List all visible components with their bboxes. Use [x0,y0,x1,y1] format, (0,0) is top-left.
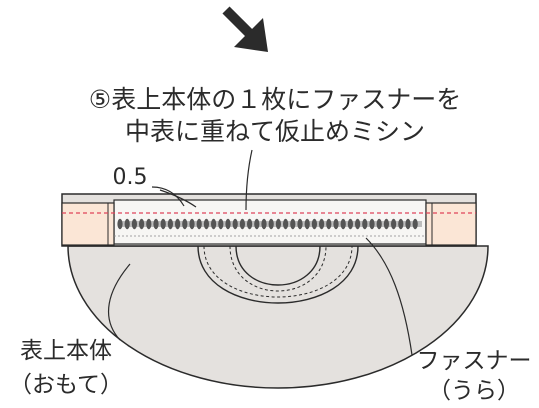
zipper-tooth [290,218,296,230]
zipper-tooth [304,218,310,230]
zipper-tooth [211,218,217,230]
zipper-tooth [362,218,368,230]
zipper-tab-right [425,202,477,246]
zipper-tooth [196,218,202,230]
zipper-label-line-2: （うら） [428,378,520,404]
outer-body-fabric [67,245,489,389]
zipper-tooth [383,218,389,230]
zipper-tooth [124,218,130,230]
zipper-tooth [369,218,375,230]
zipper-tooth [376,218,382,230]
zipper-tooth [311,218,317,230]
outer-body-label-line-1: 表上本体 [20,338,112,364]
zipper-tab-left [61,202,115,246]
zipper-tooth [225,218,231,230]
zipper-tooth [117,218,123,230]
zipper-tooth [146,218,152,230]
zipper-tooth [391,218,397,230]
zipper-tooth [261,218,267,230]
zipper-tooth [189,218,195,230]
zipper-tooth [268,218,274,230]
zipper-tooth [167,218,173,230]
zipper-tooth [175,218,181,230]
zipper-tooth [297,218,303,230]
bag-handle [197,245,359,304]
zipper-tooth [239,218,245,230]
zipper-tooth [160,218,166,230]
arrow-down-right-icon [222,6,268,52]
outer-body-label-line-2: （おもて） [9,372,123,398]
zipper-tooth [247,218,253,230]
zipper-tooth [182,218,188,230]
zipper-tooth [347,218,353,230]
zipper-tooth [405,218,411,230]
instruction-line-1: ⑤表上本体の１枚にファスナーを [89,85,461,114]
zipper-tooth [319,218,325,230]
zipper-tooth [340,218,346,230]
seam-allowance-label: 0.5 [113,165,148,190]
zipper-tooth [355,218,361,230]
zipper-tooth [232,218,238,230]
zipper-tooth [398,218,404,230]
zipper-teeth [117,218,422,230]
zipper-tooth [412,218,418,230]
zipper-tooth [139,218,145,230]
zipper-tooth [326,218,332,230]
zipper-tooth [131,218,137,230]
zipper-label-line-1: ファスナー [417,348,532,374]
leader-lines [107,149,413,356]
zipper-tooth [254,218,260,230]
zipper-tooth [203,218,209,230]
zipper-tooth [333,218,339,230]
zipper-tooth [275,218,281,230]
instruction-line-2: 中表に重ねて仮止めミシン [125,117,425,146]
zipper-tooth [153,218,159,230]
zipper-tooth [283,218,289,230]
zipper-tooth [218,218,224,230]
